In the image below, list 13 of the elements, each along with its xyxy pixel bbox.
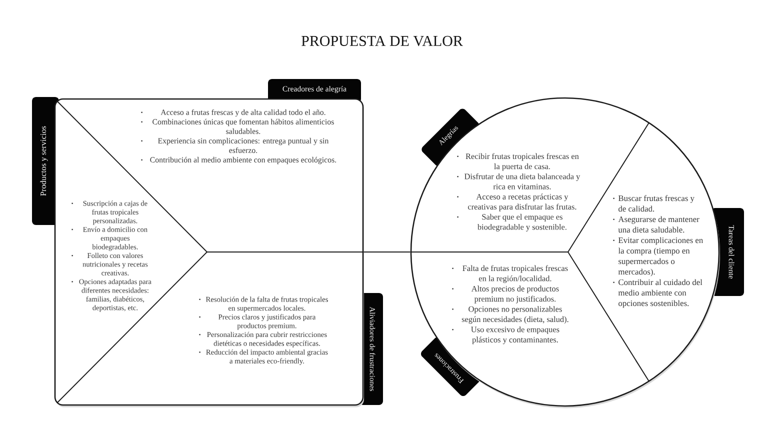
list-item: Evitar complicaciones en la compra (tiempo en supermercados o mercados). [618, 237, 703, 276]
list-item: Falta de frutas tropicales frescas en la región/localidad. [462, 265, 568, 283]
list-item: Saber que el empaque es biodegradable y sostenible. [477, 214, 566, 232]
title: PROPUESTA DE VALOR [302, 36, 463, 46]
list-item: Asegurarse de mantener una dieta saludable. [618, 216, 700, 233]
list-item: Disfrutar de una dieta balanceada y rica en vitaminas. [464, 173, 580, 190]
list-item: Altos precios de productos premium no justificados. [471, 286, 559, 304]
list-item: Buscar frutas frescas y de calidad. [618, 195, 694, 212]
list-item: Contribuir al cuidado del medio ambiente con opciones sostenibles. [618, 279, 702, 308]
circle-frame [410, 97, 720, 408]
list-item: Opciones no personalizables según necesidades (dieta, salud). [462, 306, 568, 324]
list-item: Acceso a recetas prácticas y creativas para disfrutar las frutas. [468, 194, 576, 212]
square-frame [54, 98, 364, 408]
